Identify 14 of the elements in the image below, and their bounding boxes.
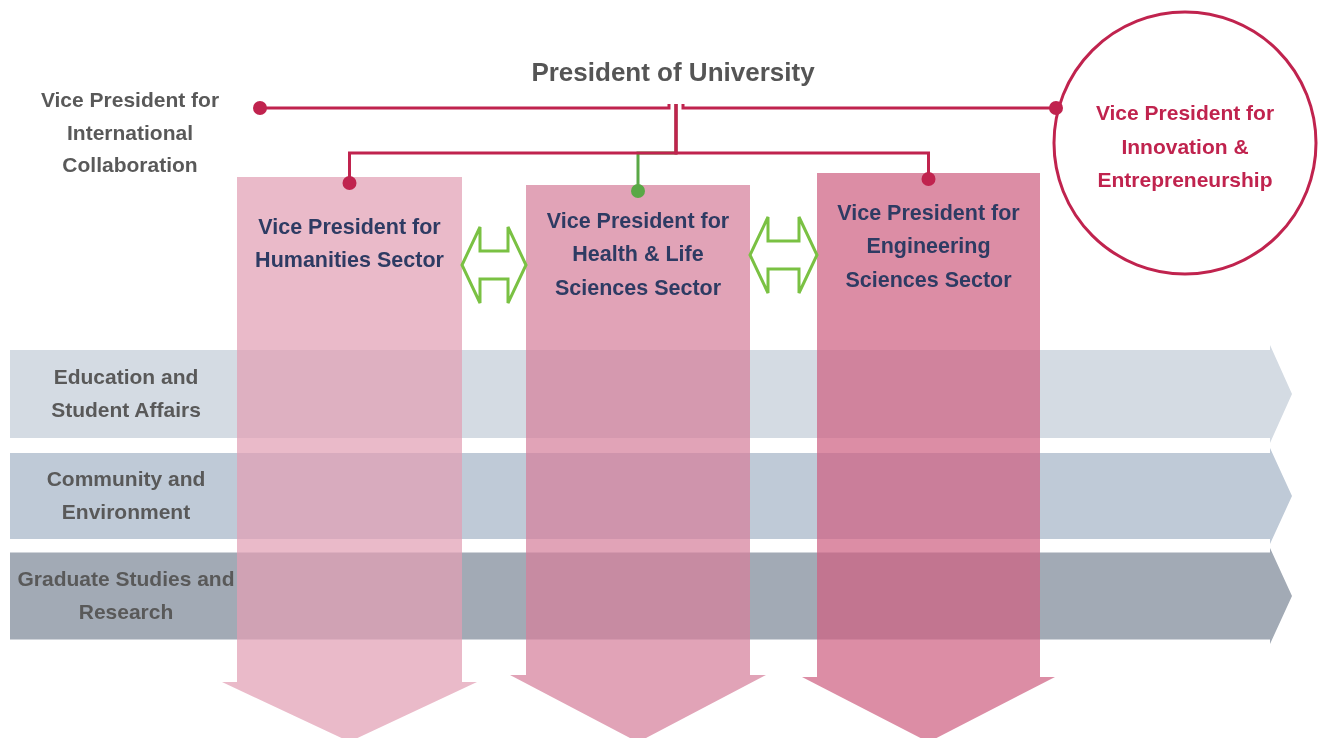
double-arrow	[748, 215, 819, 295]
role-label: Vice President for Innovation & Entrepreneurship	[1094, 100, 1276, 194]
connector-line	[681, 101, 1063, 115]
connector-line	[253, 101, 671, 115]
double-arrow	[460, 225, 528, 305]
role-label: Community and Environment	[45, 466, 207, 525]
role-label: Vice President for International Collaboration	[39, 87, 221, 179]
title-text: President of University	[530, 56, 816, 89]
role-label: Vice President for Humanities Sector	[254, 214, 445, 275]
role-label: Education and Student Affairs	[50, 364, 202, 423]
role-label: Vice President for Engineering Sciences Sector	[836, 200, 1021, 294]
connector-line	[674, 104, 936, 186]
role-label: Vice President for Health & Life Sciences Sector	[545, 208, 731, 302]
role-label: Graduate Studies and Research	[16, 566, 236, 625]
